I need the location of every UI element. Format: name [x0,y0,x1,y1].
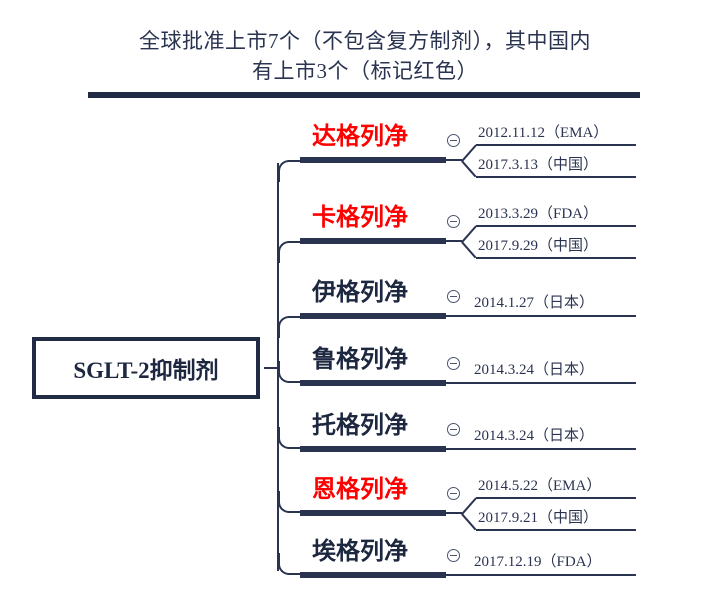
date-label[interactable]: 2017.9.21（中国） [478,510,599,526]
date-label[interactable]: 2017.3.13（中国） [478,157,599,173]
fork-stub [446,159,462,161]
branch-underline [300,572,446,578]
minus-circle-icon[interactable] [447,215,460,228]
date-underline [476,225,636,227]
branch-label[interactable]: 卡格列净 [312,205,408,231]
minus-circle-icon[interactable] [447,487,460,500]
fork-upper-leg [461,497,477,515]
date-underline [476,144,636,146]
branch-connector [278,316,300,338]
minus-circle-icon[interactable] [447,423,460,436]
page-title-line-1: 全球批准上市7个（不包含复方制剂），其中国内 [139,29,591,53]
date-label[interactable]: 2014.1.27（日本） [474,295,595,311]
date-underline [476,257,636,259]
branch-label[interactable]: 埃格列净 [312,539,408,565]
date-label[interactable]: 2013.3.29（FDA） [478,206,599,222]
branch-underline [300,238,446,244]
branch-underline [300,380,446,386]
branch-label[interactable]: 托格列净 [312,413,408,439]
date-underline [476,529,636,531]
branch-connector [278,241,300,263]
branch-connector [278,553,300,575]
branch-connector [278,361,300,383]
fork-upper-leg [461,225,477,243]
branch-connector [278,160,300,182]
branch-underline [300,510,446,516]
date-label[interactable]: 2017.9.29（中国） [478,238,599,254]
minus-circle-icon[interactable] [447,549,460,562]
branch-label[interactable]: 鲁格列净 [312,347,408,373]
date-underline [446,574,636,576]
branch-label[interactable]: 伊格列净 [312,280,408,306]
date-underline [476,497,636,499]
branch-label[interactable]: 恩格列净 [312,477,408,503]
title-divider [88,92,640,98]
branch-underline [300,157,446,163]
date-underline [446,315,636,317]
date-underline [446,448,636,450]
date-underline [446,382,636,384]
minus-circle-icon[interactable] [447,134,460,147]
root-connector [264,367,278,369]
fork-lower-leg [461,241,477,259]
minus-circle-icon[interactable] [447,290,460,303]
branch-connector [278,427,300,449]
date-label[interactable]: 2012.11.12（EMA） [478,125,609,141]
date-label[interactable]: 2017.12.19（FDA） [474,554,602,570]
fork-lower-leg [461,160,477,178]
branch-underline [300,446,446,452]
page-title-line-2: 有上市3个（标记红色） [252,59,478,83]
minus-circle-icon[interactable] [447,357,460,370]
branch-label[interactable]: 达格列净 [312,124,408,150]
date-label[interactable]: 2014.3.24（日本） [474,362,595,378]
root-node[interactable]: SGLT-2抑制剂 [32,337,260,399]
date-label[interactable]: 2014.3.24（日本） [474,428,595,444]
branch-underline [300,313,446,319]
root-node-label: SGLT-2抑制剂 [73,358,219,383]
page-title: 全球批准上市7个（不包含复方制剂），其中国内 有上市3个（标记红色） [85,26,645,86]
fork-upper-leg [461,144,477,162]
fork-lower-leg [461,513,477,531]
fork-stub [446,512,462,514]
date-label[interactable]: 2014.5.22（EMA） [478,478,602,494]
branch-connector [278,491,300,513]
date-underline [476,176,636,178]
fork-stub [446,240,462,242]
